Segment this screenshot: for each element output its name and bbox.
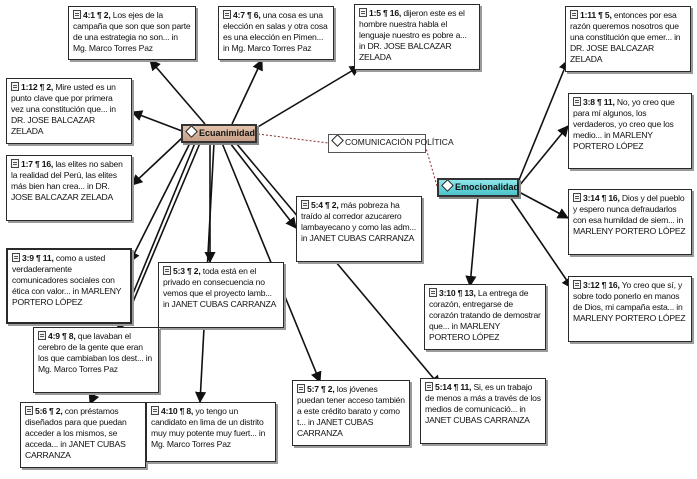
link-arrow (131, 137, 183, 186)
link-arrow (465, 196, 479, 288)
quotation-text: Mire usted es un punto clave que por pri… (11, 82, 116, 136)
code-label: Emocionalidad (455, 182, 520, 192)
quotation-icon (11, 82, 19, 91)
quotation-node[interactable]: 3:9 ¶ 11, como a usted verdaderamente co… (6, 248, 132, 324)
link-arrow (229, 142, 297, 229)
link-arrow (509, 196, 573, 289)
quotation-node[interactable]: 1:12 ¶ 2, Mire usted es un punto clave q… (6, 78, 132, 144)
quotation-text: dijeron este es el hombre nuestra habla … (359, 8, 467, 62)
quotation-node[interactable]: 3:10 ¶ 13, La entrega de corazón, entreg… (424, 284, 546, 350)
quotation-node[interactable]: 3:12 ¶ 16, Yo creo que sí, y sobre todo … (568, 276, 692, 342)
link-arrow (231, 58, 263, 125)
link-arrow (518, 58, 570, 181)
quotation-node[interactable]: 5:7 ¶ 2, los jóvenes puedan tener acceso… (292, 380, 410, 446)
quotation-node[interactable]: 4:1 ¶ 2, Los ejes de la campaña que son … (68, 6, 196, 60)
quotation-text: toda está en el privado en consecuencia … (163, 266, 277, 309)
link-arrow (130, 110, 183, 132)
quotation-icon (429, 288, 437, 297)
quotation-text: entonces por esa razón queremos nosotros… (570, 10, 681, 64)
quotation-icon (151, 406, 159, 415)
link-arrow (518, 125, 569, 187)
quotation-ref: 1:5 ¶ 16, (369, 8, 402, 18)
code-node-emocionalidad[interactable]: Emocionalidad (437, 178, 519, 197)
quotation-icon (223, 10, 231, 19)
quotation-text: Dios y del pueblo y espero nunca defraud… (573, 193, 686, 236)
quotation-ref: 1:11 ¶ 5, (580, 10, 612, 20)
quotation-ref: 5:3 ¶ 2, (173, 266, 201, 276)
relation-link (425, 147, 438, 187)
quotation-icon (425, 382, 433, 391)
quotation-ref: 1:12 ¶ 2, (21, 82, 54, 92)
code-diamond-icon (331, 134, 344, 147)
link-arrow (255, 65, 361, 129)
quotation-text: con préstamos diseñados para que puedan … (25, 406, 127, 460)
code-diamond-icon (441, 179, 454, 192)
quotation-ref: 4:9 ¶ 8, (48, 331, 76, 341)
quotation-icon (163, 266, 171, 275)
code-node-ecuanimidad[interactable]: Ecuanimidad (181, 124, 257, 143)
quotation-ref: 5:7 ¶ 2, (307, 384, 335, 394)
quotation-ref: 4:7 ¶ 6, (233, 10, 261, 20)
quotation-ref: 3:12 ¶ 16, (583, 280, 620, 290)
relation-link (257, 133, 329, 144)
quotation-ref: 4:1 ¶ 2, (83, 10, 111, 20)
quotation-node[interactable]: 5:4 ¶ 2, más pobreza ha traído al corred… (296, 196, 422, 262)
link-arrow (129, 142, 191, 264)
code-label: COMUNICACIÓN POLÍTICA (345, 137, 454, 147)
quotation-icon (573, 280, 581, 289)
quotation-text: yo tengo un candidato en lima de un dist… (151, 406, 266, 449)
quotation-text: más pobreza ha traído al corredor azucar… (301, 200, 417, 243)
quotation-ref: 4:10 ¶ 8, (161, 406, 194, 416)
quotation-icon (570, 10, 578, 19)
quotation-text: La entrega de corazón, entregarse de cor… (429, 288, 541, 342)
quotation-icon (12, 253, 20, 262)
link-arrow (518, 191, 569, 219)
quotation-text: como a usted verdaderamente comunicadore… (12, 253, 122, 307)
quotation-ref: 3:9 ¶ 11, (22, 253, 54, 263)
quotation-text: Yo creo que sí, y sobre todo ponerlo en … (573, 280, 686, 323)
quotation-icon (38, 331, 46, 340)
quotation-text: una cosa es una elección en salas y otra… (223, 10, 328, 53)
code-diamond-icon (185, 125, 198, 138)
quotation-icon (25, 406, 33, 415)
quotation-node[interactable]: 1:5 ¶ 16, dijeron este es el hombre nues… (354, 4, 480, 70)
quotation-node[interactable]: 1:11 ¶ 5, entonces por esa razón queremo… (565, 6, 691, 72)
quotation-ref: 5:14 ¶ 11, (435, 382, 472, 392)
quotation-text: Si, es un trabajo de menos a más a travé… (425, 382, 541, 425)
quotation-icon (11, 159, 19, 168)
quotation-text: las elites no saben la realidad del Perú… (11, 159, 123, 202)
quotation-ref: 3:8 ¶ 11, (583, 97, 615, 107)
quotation-icon (359, 8, 367, 17)
quotation-text: Los ejes de la campaña que son que son p… (73, 10, 191, 53)
quotation-ref: 5:4 ¶ 2, (311, 200, 339, 210)
quotation-ref: 3:10 ¶ 13, (439, 288, 476, 298)
quotation-icon (297, 384, 305, 393)
quotation-node[interactable]: 5:14 ¶ 11, Si, es un trabajo de menos a … (420, 378, 546, 444)
quotation-icon (573, 193, 581, 202)
quotation-text: No, yo creo que para mí algunos, los ver… (573, 97, 675, 151)
quotation-ref: 5:6 ¶ 2, (35, 406, 63, 416)
quotation-ref: 3:14 ¶ 16, (583, 193, 620, 203)
code-label: Ecuanimidad (199, 128, 256, 138)
quotation-node[interactable]: 3:14 ¶ 16, Dios y del pueblo y espero nu… (568, 189, 692, 255)
quotation-node[interactable]: 5:3 ¶ 2, toda está en el privado en cons… (158, 262, 284, 328)
quotation-node[interactable]: 1:7 ¶ 16, las elites no saben la realida… (6, 155, 132, 221)
quotation-icon (73, 10, 81, 19)
quotation-node[interactable]: 4:9 ¶ 8, que lavaban el cerebro de la ge… (33, 327, 159, 393)
link-arrow (149, 59, 206, 125)
quotation-icon (573, 97, 581, 106)
quotation-ref: 1:7 ¶ 16, (21, 159, 54, 169)
quotation-node[interactable]: 4:7 ¶ 6, una cosa es una elección en sal… (218, 6, 334, 60)
quotation-node[interactable]: 3:8 ¶ 11, No, yo creo que para mí alguno… (568, 93, 692, 169)
quotation-text: los jóvenes puedan tener acceso también … (297, 384, 405, 438)
quotation-icon (301, 200, 309, 209)
quotation-node[interactable]: 5:6 ¶ 2, con préstamos diseñados para qu… (20, 402, 146, 468)
quotation-text: que lavaban el cerebro de la gente que e… (38, 331, 152, 374)
quotation-node[interactable]: 4:10 ¶ 8, yo tengo un candidato en lima … (146, 402, 276, 462)
code-node-comunicacion-politica[interactable]: COMUNICACIÓN POLÍTICA (328, 134, 454, 153)
